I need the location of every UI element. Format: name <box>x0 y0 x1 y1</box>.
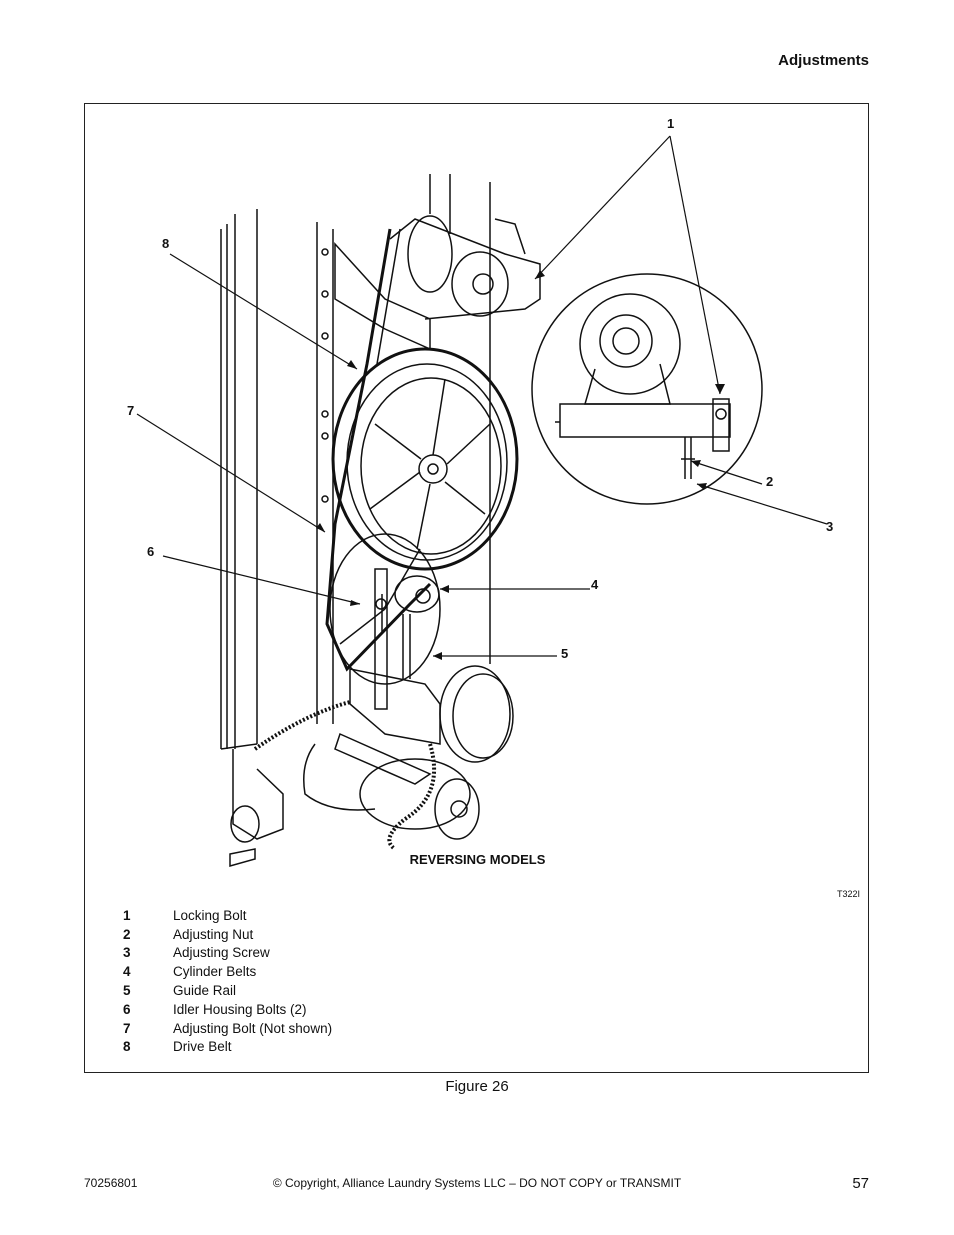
legend-label: Guide Rail <box>173 983 237 999</box>
legend-number: 4 <box>123 964 131 980</box>
legend-item: 3 Adjusting Screw <box>123 944 332 963</box>
legend-label: Adjusting Screw <box>173 945 270 961</box>
document-number: 70256801 <box>84 1176 138 1190</box>
reference-code: T322I <box>836 889 860 899</box>
legend-number: 3 <box>123 945 131 961</box>
models-caption: REVERSING MODELS <box>409 852 546 867</box>
legend-item: 5 Guide Rail <box>123 981 332 1000</box>
legend-label: Adjusting Nut <box>173 926 254 942</box>
callout-5: 5 <box>561 646 569 661</box>
legend-number: 8 <box>123 1039 131 1055</box>
legend-number: 2 <box>123 926 131 942</box>
copyright-notice: © Copyright, Alliance Laundry Systems LL… <box>272 1176 682 1190</box>
callout-1: 1 <box>667 116 675 131</box>
legend-label: Cylinder Belts <box>173 964 257 980</box>
callout-3: 3 <box>826 519 834 534</box>
legend-item: 2 Adjusting Nut <box>123 925 332 944</box>
legend-label: Drive Belt <box>173 1039 232 1055</box>
callout-8: 8 <box>162 236 170 251</box>
legend-item: 1 Locking Bolt <box>123 906 332 925</box>
legend-number: 1 <box>123 907 131 923</box>
figure-caption: Figure 26 <box>445 1078 509 1095</box>
legend-item: 8 Drive Belt <box>123 1038 332 1057</box>
legend-number: 7 <box>123 1020 131 1036</box>
legend-label: Adjusting Bolt (Not shown) <box>173 1020 333 1036</box>
section-title: Adjustments <box>778 52 869 69</box>
legend-item: 7 Adjusting Bolt (Not shown) <box>123 1019 332 1038</box>
legend-number: 5 <box>123 983 131 999</box>
legend-label: Locking Bolt <box>173 907 247 923</box>
figure-frame: 1 2 3 4 5 6 7 8 REVERSING MODELS T322I 1… <box>84 103 869 1073</box>
belt-drive-illustration <box>136 135 828 867</box>
legend-number: 6 <box>123 1001 131 1017</box>
page-number: 57 <box>852 1175 869 1192</box>
callout-4: 4 <box>591 577 599 592</box>
legend-item: 6 Idler Housing Bolts (2) <box>123 1000 332 1019</box>
legend-label: Idler Housing Bolts (2) <box>173 1001 307 1017</box>
callout-6: 6 <box>147 544 155 559</box>
callout-7: 7 <box>127 403 135 418</box>
legend-item: 4 Cylinder Belts <box>123 962 332 981</box>
callout-2: 2 <box>766 474 774 489</box>
